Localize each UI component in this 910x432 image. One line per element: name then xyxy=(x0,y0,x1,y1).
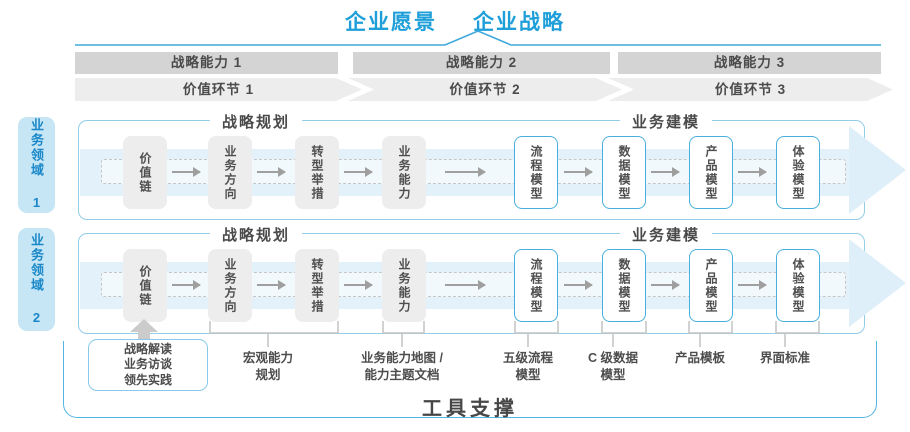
flow-arrow-icon xyxy=(172,280,201,290)
domain-label-2: 业务领域 2 xyxy=(18,228,55,331)
domain-row-2: 战略规划 业务建模 价值链 业务方向 转型举措 业务能力 流程模型 数据模型 产… xyxy=(78,224,906,334)
box-experience-model: 体验模型 xyxy=(776,136,820,209)
strategic-capability-band-3: 战略能力 3 xyxy=(618,52,881,74)
practice-box: 战略解读 业务访谈 领先实践 xyxy=(88,339,208,391)
strategy-title: 企业战略 xyxy=(473,11,565,34)
flow-arrow-icon xyxy=(257,167,286,177)
box-product-model: 产品模型 xyxy=(689,249,733,322)
header-titles: 企业愿景 企业战略 xyxy=(0,6,910,36)
flow-arrow-icon xyxy=(651,280,680,290)
domain-row-1: 战略规划 业务建模 价值链 业务方向 转型举措 业务能力 流程模型 数据模型 产… xyxy=(78,111,906,220)
vision-title: 企业愿景 xyxy=(345,11,437,34)
box-value-chain: 价值链 xyxy=(123,136,167,209)
flow-arrow-icon xyxy=(344,167,373,177)
box-business-capability: 业务能力 xyxy=(382,136,426,209)
section-header-strategic-planning: 战略规划 xyxy=(209,111,303,132)
tool-label-capability-map: 业务能力地图 /能力主题文档 xyxy=(361,351,443,382)
box-transformation-initiatives: 转型举措 xyxy=(295,136,339,209)
section-header-strategic-planning: 战略规划 xyxy=(209,224,303,245)
value-link-chevron-2: 价值环节 2 xyxy=(348,78,622,101)
tools-container xyxy=(63,341,877,418)
tool-label-ui-standard: 界面标准 xyxy=(759,351,810,365)
flow-arrow-icon xyxy=(564,280,593,290)
tool-label-process-model: 五级流程模型 xyxy=(502,351,553,382)
flow-arrow-icon xyxy=(344,280,373,290)
flow-arrow-icon xyxy=(738,280,767,290)
box-product-model: 产品模型 xyxy=(689,136,733,209)
section-header-business-modeling: 业务建模 xyxy=(619,224,713,245)
box-business-capability: 业务能力 xyxy=(382,249,426,322)
box-transformation-initiatives: 转型举措 xyxy=(295,249,339,322)
flow-arrow-icon xyxy=(172,167,201,177)
flow-arrow-head xyxy=(849,126,906,214)
tool-label-data-model: C 级数据模型 xyxy=(587,351,638,382)
tool-label-product-template: 产品模板 xyxy=(674,351,725,365)
box-process-model: 流程模型 xyxy=(514,136,558,209)
header-peak-line xyxy=(75,30,881,46)
box-experience-model: 体验模型 xyxy=(776,249,820,322)
box-value-chain: 价值链 xyxy=(123,249,167,322)
value-link-chevron-3: 价值环节 3 xyxy=(608,78,893,101)
box-data-model: 数据模型 xyxy=(602,249,646,322)
box-business-direction: 业务方向 xyxy=(208,136,252,209)
tool-label-macro-capability: 宏观能力规划 xyxy=(242,351,293,382)
domain-label-1: 业务领域 1 xyxy=(18,117,55,213)
flow-arrow-icon xyxy=(445,167,486,177)
flow-arrow-icon xyxy=(738,167,767,177)
box-process-model: 流程模型 xyxy=(514,249,558,322)
flow-arrow-icon xyxy=(257,280,286,290)
flow-arrow-icon xyxy=(564,167,593,177)
value-link-chevron-1: 价值环节 1 xyxy=(75,78,362,101)
flow-arrow-icon xyxy=(651,167,680,177)
flow-arrow-head xyxy=(849,239,906,327)
section-header-business-modeling: 业务建模 xyxy=(619,111,713,132)
flow-arrow-icon xyxy=(445,280,486,290)
strategic-capability-band-1: 战略能力 1 xyxy=(75,52,338,74)
box-business-direction: 业务方向 xyxy=(208,249,252,322)
tools-title: 工具支撑 xyxy=(422,398,518,420)
box-data-model: 数据模型 xyxy=(602,136,646,209)
strategic-capability-band-2: 战略能力 2 xyxy=(353,52,610,74)
